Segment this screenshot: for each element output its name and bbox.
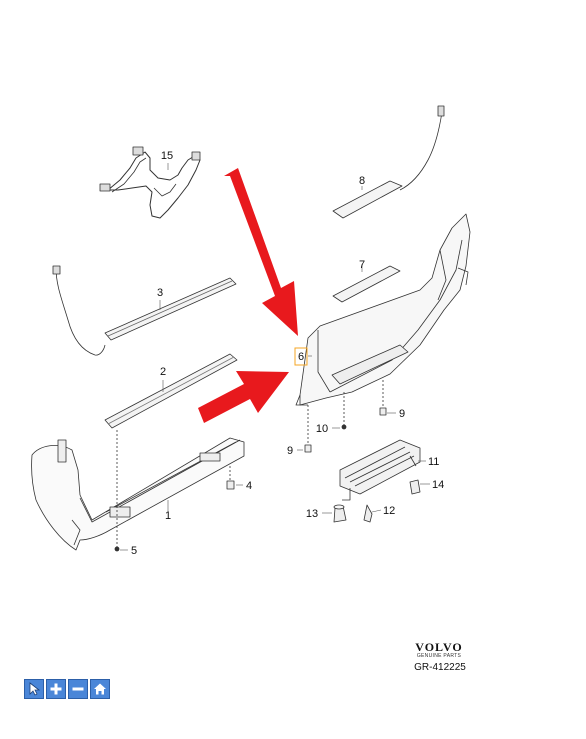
part-9-clip	[304, 380, 387, 453]
part-10-screw	[341, 392, 347, 430]
part-14-clip	[409, 479, 421, 495]
zoom-out-button[interactable]	[68, 679, 88, 699]
callout-labels: 1 2 3 4 5 6 7 8 9 9 10 11 12 13 14 15	[131, 150, 444, 557]
callout-15: 15	[161, 150, 173, 162]
callout-12: 12	[383, 505, 395, 517]
callout-1: 1	[165, 510, 171, 522]
callout-8: 8	[359, 175, 365, 187]
part-3-tread-plate	[52, 265, 237, 356]
callout-6: 6	[298, 351, 304, 363]
part-15-wiring-harness	[99, 146, 201, 219]
callout-14: 14	[432, 479, 444, 491]
home-icon	[94, 683, 106, 695]
callout-10: 10	[316, 423, 328, 435]
red-arrows	[198, 168, 298, 423]
home-button[interactable]	[90, 679, 110, 699]
callout-3: 3	[157, 287, 163, 299]
part-8-trim-strip	[332, 105, 445, 219]
part-11-bracket	[339, 439, 421, 501]
cursor-icon	[29, 682, 40, 696]
diagram-reference: GR-412225	[414, 662, 466, 673]
part-1-sill-panel	[31, 437, 245, 551]
callout-13: 13	[306, 508, 318, 520]
callout-7: 7	[359, 259, 365, 271]
part-7-trim-strip	[332, 265, 401, 303]
callout-6-highlight	[294, 347, 308, 366]
callout-9-upper: 9	[399, 408, 405, 420]
plus-icon	[50, 683, 62, 695]
zoom-toolbar	[24, 679, 110, 699]
part-5-screw	[114, 430, 120, 552]
part-2-tread-strip	[104, 353, 238, 429]
callout-11: 11	[428, 456, 439, 468]
part-13-grommet	[333, 504, 347, 523]
brand-logo-text: VOLVO	[415, 640, 463, 654]
red-arrow-horizontal	[198, 371, 289, 423]
select-cursor-button[interactable]	[24, 679, 44, 699]
zoom-in-button[interactable]	[46, 679, 66, 699]
callout-5: 5	[131, 545, 137, 557]
part-6-rear-sill-panel	[295, 213, 471, 406]
part-12-clip	[363, 504, 373, 523]
callout-9-lower: 9	[287, 445, 293, 457]
part-4-clip	[226, 466, 235, 490]
minus-icon	[72, 687, 84, 691]
brand-subtitle: GENUINE PARTS	[416, 653, 462, 659]
callout-2: 2	[160, 366, 166, 378]
callout-4: 4	[246, 480, 252, 492]
leader-lines	[120, 163, 430, 551]
red-arrow-diagonal	[224, 168, 298, 336]
